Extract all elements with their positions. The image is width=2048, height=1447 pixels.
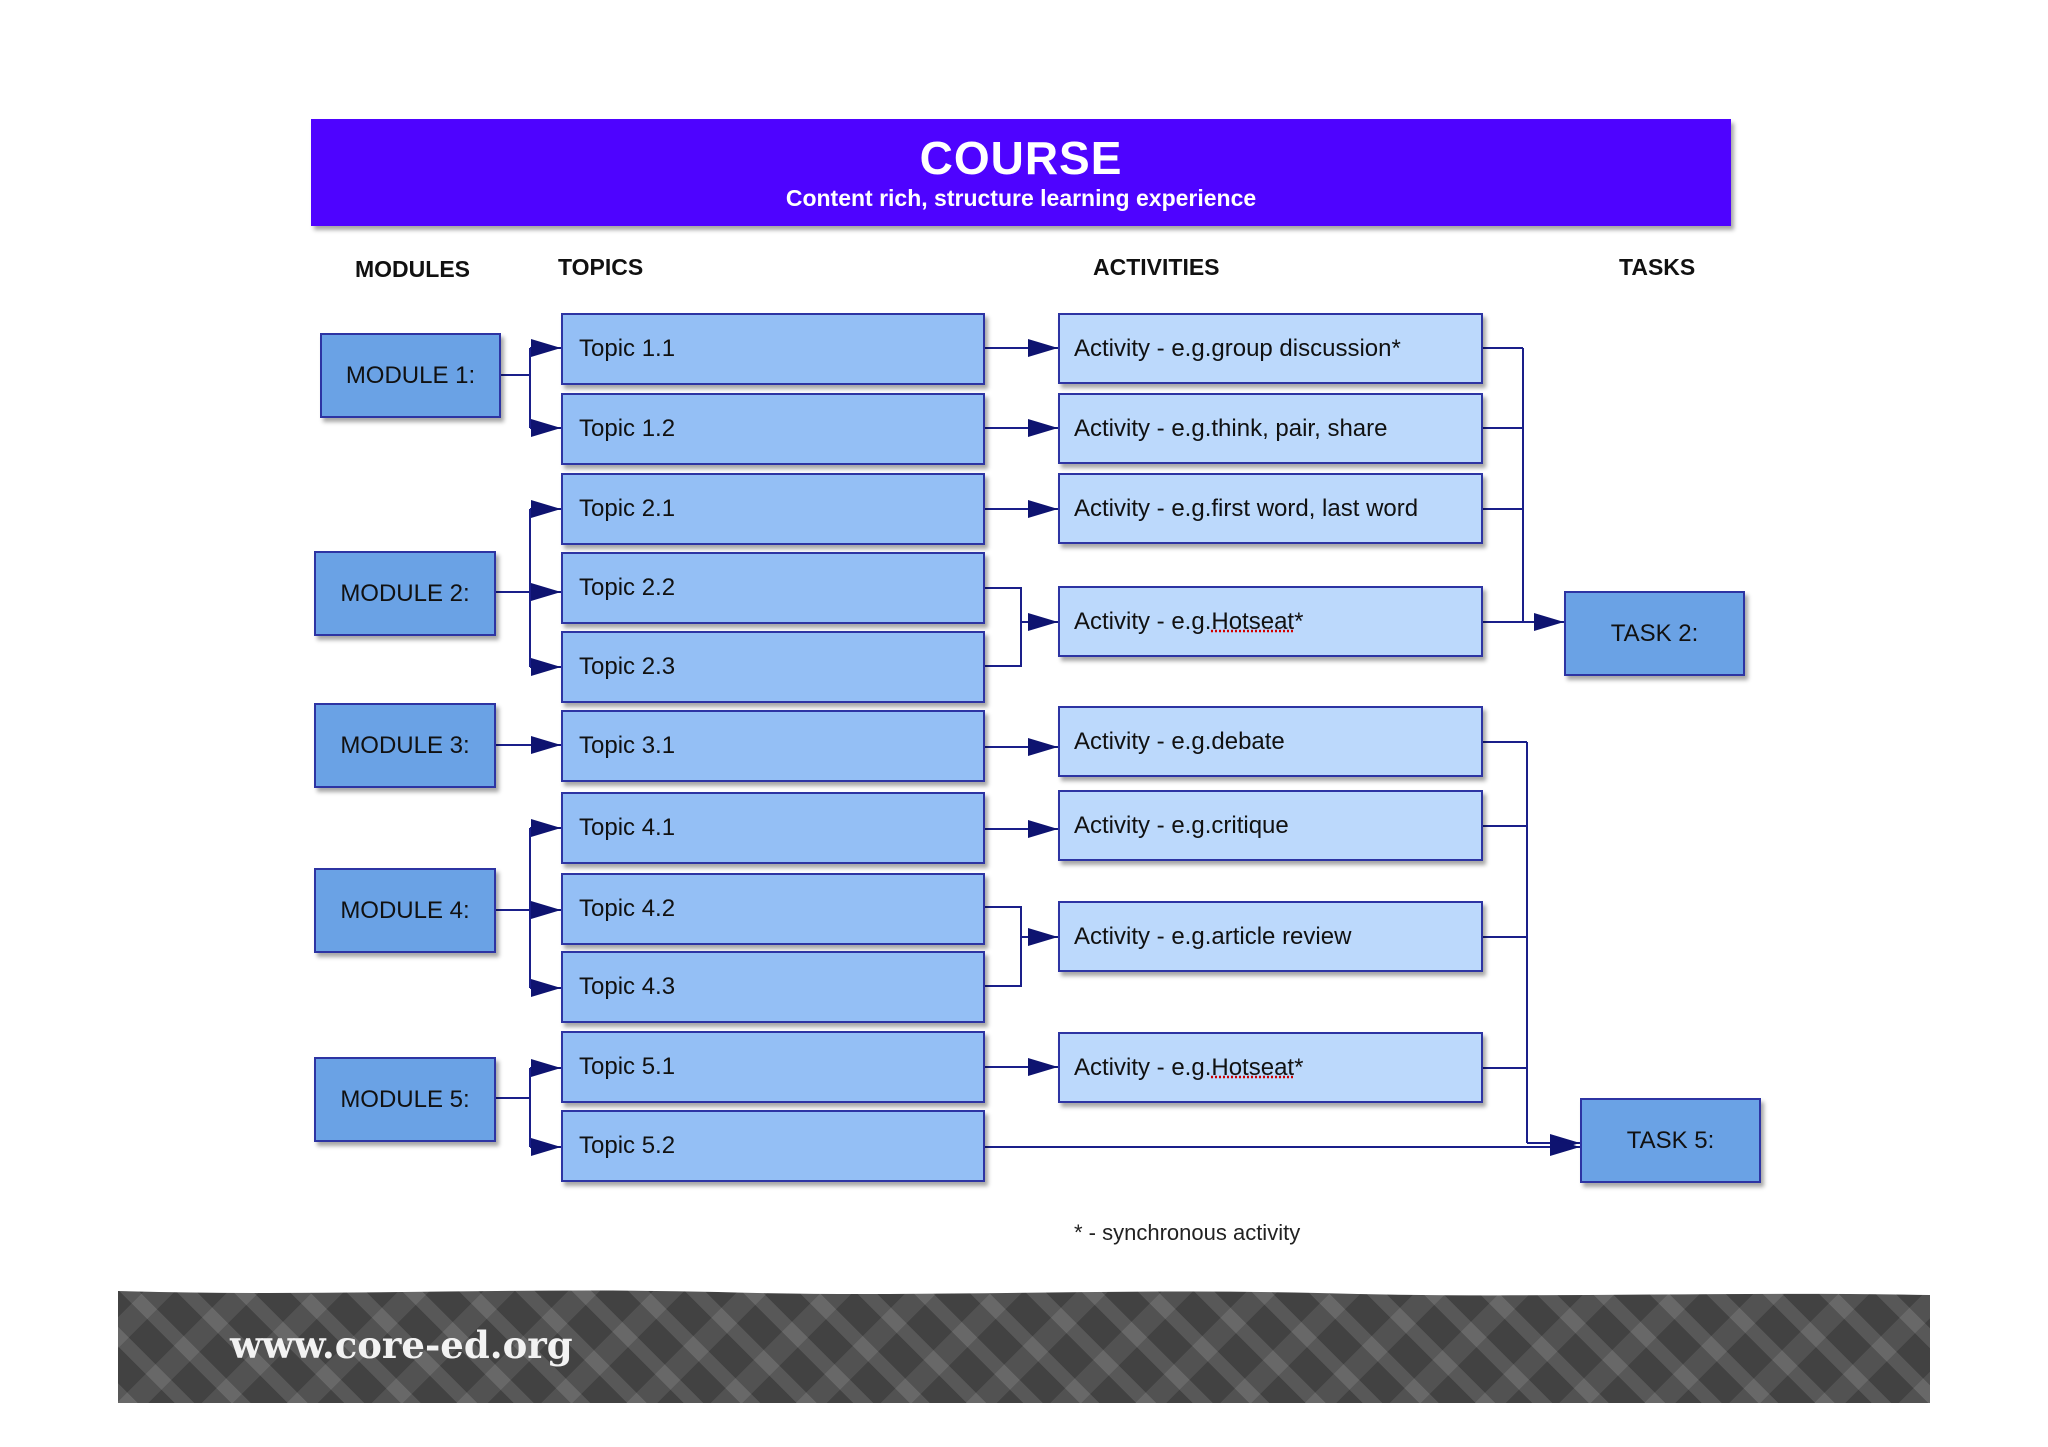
activity-6-prefix: Activity - e.g.: [1074, 811, 1212, 839]
topic-2-1-box: Topic 2.1: [561, 473, 985, 545]
topic-4-2-box: Topic 4.2: [561, 873, 985, 945]
column-heading-activities: ACTIVITIES: [1093, 254, 1220, 280]
activity-4-box: Activity - e.g. Hotseat*: [1058, 586, 1483, 657]
module-1-box: MODULE 1:: [320, 333, 501, 418]
connector-topics-4-2-4-3: [985, 906, 1022, 987]
activity-1-box: Activity - e.g. group discussion*: [1058, 313, 1483, 384]
column-heading-tasks: TASKS: [1619, 254, 1696, 280]
activity-1-text: group discussion*: [1211, 334, 1401, 362]
topic-1-2-box: Topic 1.2: [561, 393, 985, 465]
topic-4-3-box: Topic 4.3: [561, 951, 985, 1023]
activity-8-text: Hotseat: [1211, 1053, 1295, 1081]
activity-2-prefix: Activity - e.g.: [1074, 414, 1212, 442]
connector-module-2: [496, 509, 531, 667]
activity-4-text: Hotseat: [1211, 607, 1295, 635]
task-5-box: TASK 5:: [1580, 1098, 1761, 1183]
activity-6-box: Activity - e.g. critique: [1058, 790, 1483, 861]
footer-banner: www.core-ed.org: [118, 1285, 1930, 1403]
topic-1-1-box: Topic 1.1: [561, 313, 985, 385]
topic-5-1-box: Topic 5.1: [561, 1031, 985, 1103]
connector-module-4: [496, 828, 531, 988]
activity-3-box: Activity - e.g. first word, last word: [1058, 473, 1483, 544]
connector-activities-task-2: [1483, 347, 1524, 622]
activity-7-prefix: Activity - e.g.: [1074, 922, 1212, 950]
task-2-box: TASK 2:: [1564, 591, 1745, 676]
torn-edge: [118, 1285, 1930, 1296]
module-3-box: MODULE 3:: [314, 703, 496, 788]
activity-6-text: critique: [1211, 811, 1289, 839]
activity-1-prefix: Activity - e.g.: [1074, 334, 1212, 362]
activity-5-box: Activity - e.g. debate: [1058, 706, 1483, 777]
activity-5-text: debate: [1211, 727, 1285, 755]
module-5-box: MODULE 5:: [314, 1057, 496, 1142]
activity-7-box: Activity - e.g. article review: [1058, 901, 1483, 972]
footnote: * - synchronous activity: [1074, 1220, 1301, 1245]
activity-4-prefix: Activity - e.g.: [1074, 607, 1212, 635]
activity-5-prefix: Activity - e.g.: [1074, 727, 1212, 755]
topic-2-3-box: Topic 2.3: [561, 631, 985, 703]
connector-topics-2-2-2-3: [985, 587, 1022, 667]
topic-3-1-box: Topic 3.1: [561, 710, 985, 782]
activity-2-text: think, pair, share: [1211, 414, 1388, 442]
connector-module-5: [496, 1068, 531, 1147]
activity-8-prefix: Activity - e.g.: [1074, 1053, 1212, 1081]
column-heading-modules: MODULES: [355, 256, 470, 282]
module-2-box: MODULE 2:: [314, 551, 496, 636]
activity-2-box: Activity - e.g. think, pair, share: [1058, 393, 1483, 464]
footer-url[interactable]: www.core-ed.org: [230, 1323, 573, 1367]
course-title: COURSE: [919, 132, 1123, 184]
connector-module-1: [501, 348, 531, 428]
column-heading-topics: TOPICS: [558, 254, 644, 280]
course-header: COURSE Content rich, structure learning …: [311, 119, 1731, 226]
topic-5-2-box: Topic 5.2: [561, 1110, 985, 1182]
activity-8-box: Activity - e.g. Hotseat *: [1058, 1032, 1483, 1103]
activity-3-text: first word, last word: [1211, 494, 1419, 522]
connector-activities-task-5: [1483, 741, 1528, 1143]
activity-8-flag: *: [1294, 1053, 1304, 1081]
topic-4-1-box: Topic 4.1: [561, 792, 985, 864]
activity-3-prefix: Activity - e.g.: [1074, 494, 1212, 522]
module-4-box: MODULE 4:: [314, 868, 496, 953]
topic-2-2-box: Topic 2.2: [561, 552, 985, 624]
activity-7-text: article review: [1211, 922, 1352, 950]
course-subtitle: Content rich, structure learning experie…: [785, 185, 1257, 211]
activity-4-flag: *: [1294, 607, 1304, 635]
